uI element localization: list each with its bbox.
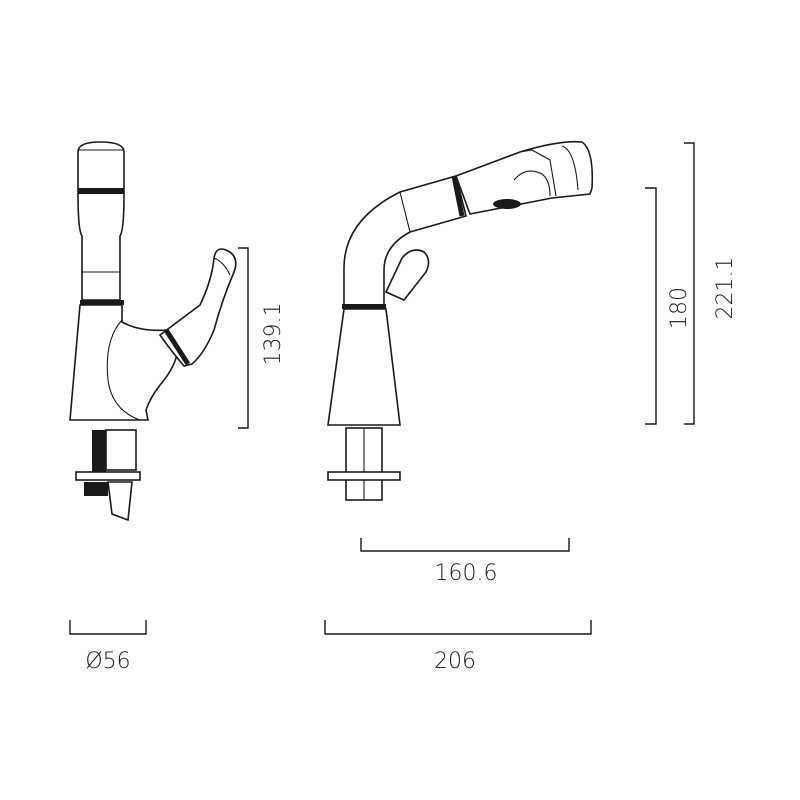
dim-spout-body-height: 180 (645, 187, 692, 425)
dim-spout-reach-label: 160.6 (435, 561, 498, 586)
dim-spout-body-height-label: 180 (667, 287, 692, 329)
dim-diameter: Ø56 (69, 620, 147, 674)
dim-lever-height-label: 139.1 (261, 303, 286, 366)
dim-overall-depth: 206 (324, 620, 592, 674)
front-view-faucet (69, 141, 237, 522)
dim-diameter-label: Ø56 (85, 649, 130, 674)
dim-total-height-label: 221.1 (713, 257, 738, 320)
dim-total-height: 221.1 (684, 142, 738, 425)
dim-lever-height: 139.1 (238, 247, 286, 429)
dim-overall-depth-label: 206 (434, 649, 476, 674)
side-view-faucet (327, 140, 594, 501)
dim-spout-reach: 160.6 (360, 538, 570, 586)
